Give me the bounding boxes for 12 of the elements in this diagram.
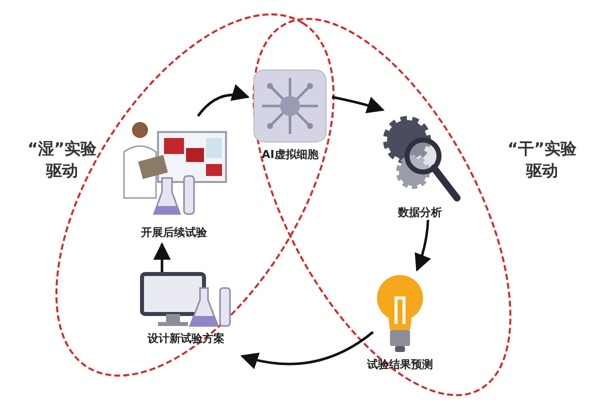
- curved-arrow: [240, 331, 374, 369]
- curved-arrow: [414, 220, 431, 272]
- region-label: “湿”实验驱动: [26, 138, 98, 182]
- curved-arrow: [332, 96, 385, 114]
- step-label: 开展后续试验: [141, 226, 207, 240]
- step-label: 试验结果预测: [367, 358, 433, 372]
- region-label: “干”实验驱动: [506, 138, 578, 182]
- step-label: AI虚拟细胞: [262, 148, 318, 162]
- step-label: 数据分析: [398, 206, 442, 220]
- curved-arrow: [153, 242, 171, 272]
- curved-arrow: [197, 84, 250, 117]
- step-label: 设计新试验方案: [148, 332, 224, 346]
